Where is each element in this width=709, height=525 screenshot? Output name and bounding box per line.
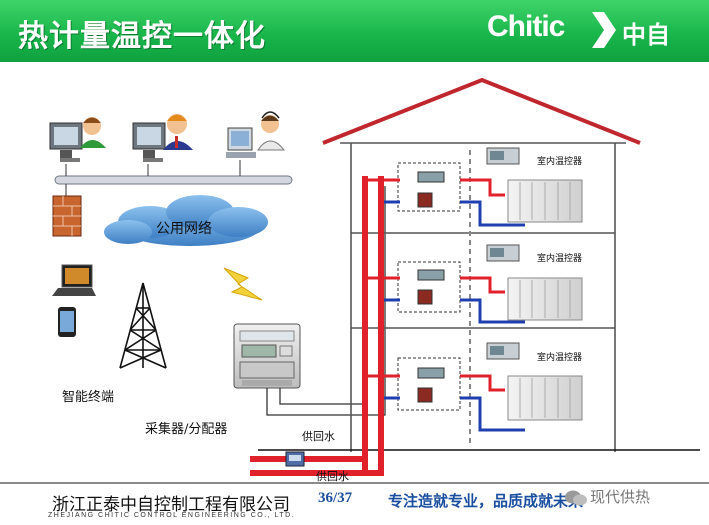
floor-3-unit [368, 147, 583, 227]
wireless-lightning-icon [223, 267, 263, 301]
user-computer-2-icon [132, 114, 193, 162]
company-name-en: ZHEJIANG CHITIC CONTROL ENGINEERING CO.,… [48, 512, 296, 519]
header-banner: 热计量温控一体化 Chitic 中自 [0, 0, 709, 62]
thermostat-floor-1-label: 室内温控器 [537, 353, 583, 363]
firewall-icon [52, 195, 82, 237]
brand-logo-text: Chitic [487, 10, 565, 43]
supply-water-upper-label: 供回水 [302, 430, 335, 443]
thermostat-floor-2-label: 室内温控器 [537, 254, 583, 264]
public-network-cloud [104, 195, 268, 246]
supply-water-lower-label: 供回水 [316, 470, 349, 483]
company-name-cn: 浙江正泰中自控制工程有限公司 [52, 495, 290, 515]
return-riser [378, 176, 384, 476]
page-number: 36/37 [318, 490, 353, 506]
user-computer-3-icon [226, 111, 286, 158]
laptop-icon [52, 264, 96, 296]
building [322, 77, 641, 452]
user-computer-1-icon [49, 117, 106, 162]
public-network-label: 公用网络 [156, 221, 212, 237]
signal-tower-icon [119, 282, 167, 369]
floor-1-unit [368, 342, 583, 432]
footer-divider [0, 482, 709, 484]
wechat-icon [565, 490, 587, 506]
collector-label: 采集器/分配器 [145, 422, 228, 437]
smart-terminal-label: 智能终端 [62, 390, 115, 405]
smartphone-icon [58, 307, 76, 337]
brand-logo-cn: 中自 [622, 21, 670, 49]
logo-chevron-icon [592, 12, 616, 48]
collector-device [233, 323, 301, 389]
thermostat-floor-3-label: 室内温控器 [537, 157, 583, 167]
slogan: 专注造就专业，品质成就未来 [388, 492, 584, 510]
main-heat-meter-icon [285, 451, 305, 467]
page-title: 热计量温控一体化 [18, 19, 266, 54]
floor-2-unit [368, 244, 583, 324]
network-bus [54, 175, 293, 185]
watermark-text: 现代供热 [590, 488, 651, 506]
supply-riser [362, 176, 368, 476]
heating-system-diagram [49, 77, 700, 476]
